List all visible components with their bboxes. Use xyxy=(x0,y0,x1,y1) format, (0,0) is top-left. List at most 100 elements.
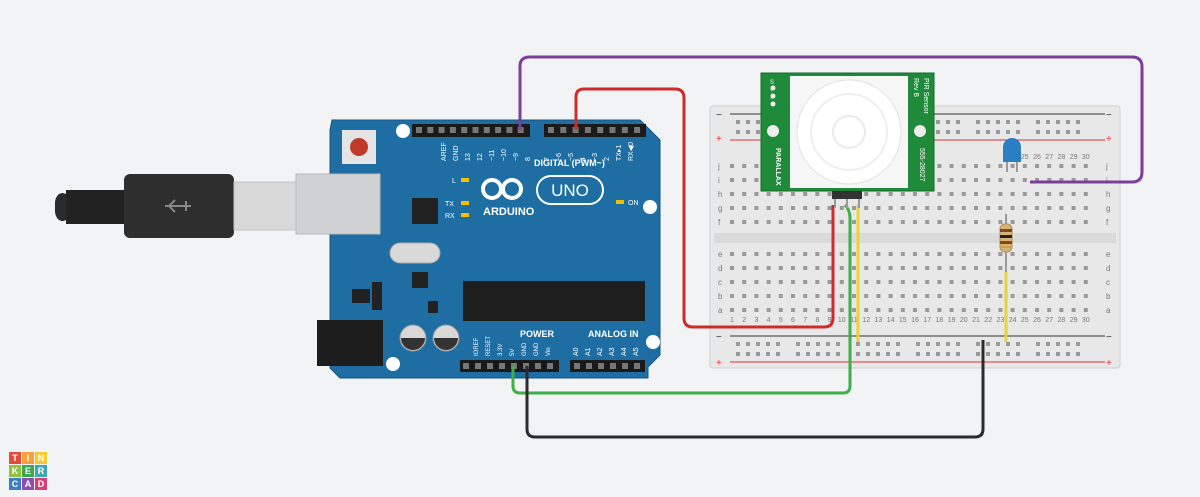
breadboard-hole xyxy=(974,206,978,210)
rail-hole xyxy=(976,120,980,124)
analog-label: ANALOG IN xyxy=(588,329,639,339)
rail-hole xyxy=(796,352,800,356)
breadboard-hole xyxy=(1047,220,1052,224)
usb-cable[interactable] xyxy=(55,174,297,238)
breadboard-hole xyxy=(815,192,820,196)
led[interactable] xyxy=(1003,138,1021,172)
wire-red[interactable] xyxy=(574,87,835,329)
header-pin xyxy=(499,363,505,369)
breadboard-hole xyxy=(961,164,966,168)
row-label: c xyxy=(718,278,722,287)
rail-hole xyxy=(806,352,810,356)
breadboard-hole xyxy=(998,294,1003,298)
resistor[interactable] xyxy=(999,214,1013,272)
wires[interactable] xyxy=(511,55,1144,439)
pir-rev: Rev B xyxy=(912,78,919,97)
column-number: 28 xyxy=(1058,154,1066,161)
rail-hole xyxy=(1046,120,1050,124)
rail-hole xyxy=(836,352,840,356)
breadboard-hole xyxy=(937,164,942,168)
breadboard-hole xyxy=(1059,220,1064,224)
column-number: 30 xyxy=(1082,154,1090,161)
breadboard-hole xyxy=(827,252,832,256)
rail-hole xyxy=(1076,342,1080,346)
bottom-minus-left: − xyxy=(716,332,722,343)
breadboard-hole xyxy=(913,280,917,284)
digital-pin-label: ~3 xyxy=(592,153,599,161)
reset-button[interactable] xyxy=(350,138,368,156)
wire-green[interactable] xyxy=(511,203,852,395)
breadboard-hole xyxy=(1010,294,1015,298)
row-label: j xyxy=(717,162,720,171)
analog-pin-label: A1 xyxy=(585,347,592,356)
rail-hole xyxy=(856,342,860,346)
breadboard-hole xyxy=(986,206,991,210)
header-pin xyxy=(621,127,628,133)
pir-pad xyxy=(770,93,776,99)
rx-led xyxy=(461,213,469,217)
breadboard-hole xyxy=(1047,280,1052,284)
header-pin xyxy=(495,127,502,133)
usb-icon xyxy=(165,199,191,213)
rail-hole xyxy=(1066,342,1070,346)
breadboard-hole xyxy=(1071,266,1076,270)
breadboard-hole xyxy=(791,280,795,284)
breadboard-hole xyxy=(730,294,734,298)
pir-sensor[interactable]: S+− PIR Sensor Rev B PARALLAX 555-28027 xyxy=(760,72,935,208)
breadboard-hole xyxy=(803,294,808,298)
breadboard-hole xyxy=(803,280,808,284)
breadboard-hole xyxy=(986,192,991,196)
rail-hole xyxy=(976,342,980,346)
wire-black[interactable] xyxy=(525,340,985,439)
row-label: c xyxy=(1106,278,1110,287)
rail-hole xyxy=(756,120,760,124)
logo-letter: A xyxy=(22,478,34,490)
breadboard-hole xyxy=(1047,294,1052,298)
rail-hole xyxy=(826,352,830,356)
breadboard-hole xyxy=(949,252,954,256)
column-number: 15 xyxy=(899,317,907,324)
wire-purple[interactable] xyxy=(518,55,1144,184)
breadboard-hole xyxy=(1071,220,1076,224)
rail-hole xyxy=(896,342,900,346)
resistor-band-2 xyxy=(1000,235,1012,238)
column-number: 11 xyxy=(850,317,857,324)
breadboard-hole xyxy=(961,308,966,312)
breadboard-hole xyxy=(1071,206,1076,210)
pir-pin-labels: S+− xyxy=(770,80,774,102)
uno-label: UNO xyxy=(551,181,589,200)
rail-hole xyxy=(746,120,750,124)
breadboard-hole xyxy=(730,308,734,312)
column-number: 9 xyxy=(828,317,832,324)
breadboard-hole xyxy=(961,280,966,284)
breadboard-hole xyxy=(900,280,905,284)
breadboard-hole xyxy=(998,280,1003,284)
breadboard-hole xyxy=(900,308,905,312)
breadboard-hole xyxy=(791,294,795,298)
rail-hole xyxy=(766,352,770,356)
breadboard-hole xyxy=(949,220,954,224)
rail-hole xyxy=(756,352,760,356)
dc-jack xyxy=(317,320,383,366)
rail-hole xyxy=(986,120,990,124)
breadboard-hole xyxy=(791,266,795,270)
arduino-logo xyxy=(481,175,604,205)
breadboard-hole xyxy=(766,206,771,210)
bottom-header-pins xyxy=(463,363,640,369)
l-led xyxy=(461,178,469,182)
breadboard-hole xyxy=(1083,252,1088,256)
header-pin xyxy=(438,127,445,133)
breadboard-hole xyxy=(1071,280,1076,284)
breadboard-hole xyxy=(1059,252,1064,256)
tx-led xyxy=(461,201,469,205)
breadboard-hole xyxy=(876,280,881,284)
rail-hole xyxy=(976,352,980,356)
breadboard-hole xyxy=(827,280,832,284)
breadboard-hole xyxy=(754,266,759,270)
rail-hole xyxy=(1036,342,1040,346)
breadboard-hole xyxy=(1083,192,1088,196)
